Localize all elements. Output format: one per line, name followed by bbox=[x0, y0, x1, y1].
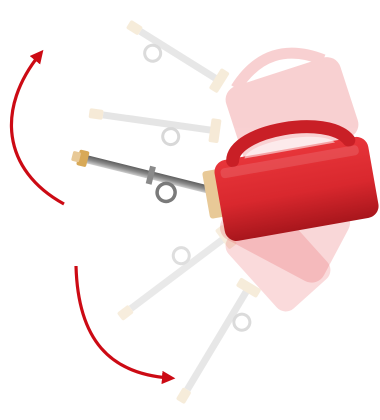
ghost-pose-bottom bbox=[176, 277, 261, 404]
rotation-arrow-up bbox=[9, 49, 65, 206]
rotation-arrow-down bbox=[74, 265, 176, 385]
main-body bbox=[214, 120, 379, 241]
ghost-pose-top bbox=[126, 20, 230, 93]
ghost-pose-lower bbox=[117, 225, 237, 321]
ghost-pose-upper bbox=[88, 108, 222, 147]
main-shaft bbox=[71, 149, 211, 204]
main-device bbox=[71, 120, 379, 241]
